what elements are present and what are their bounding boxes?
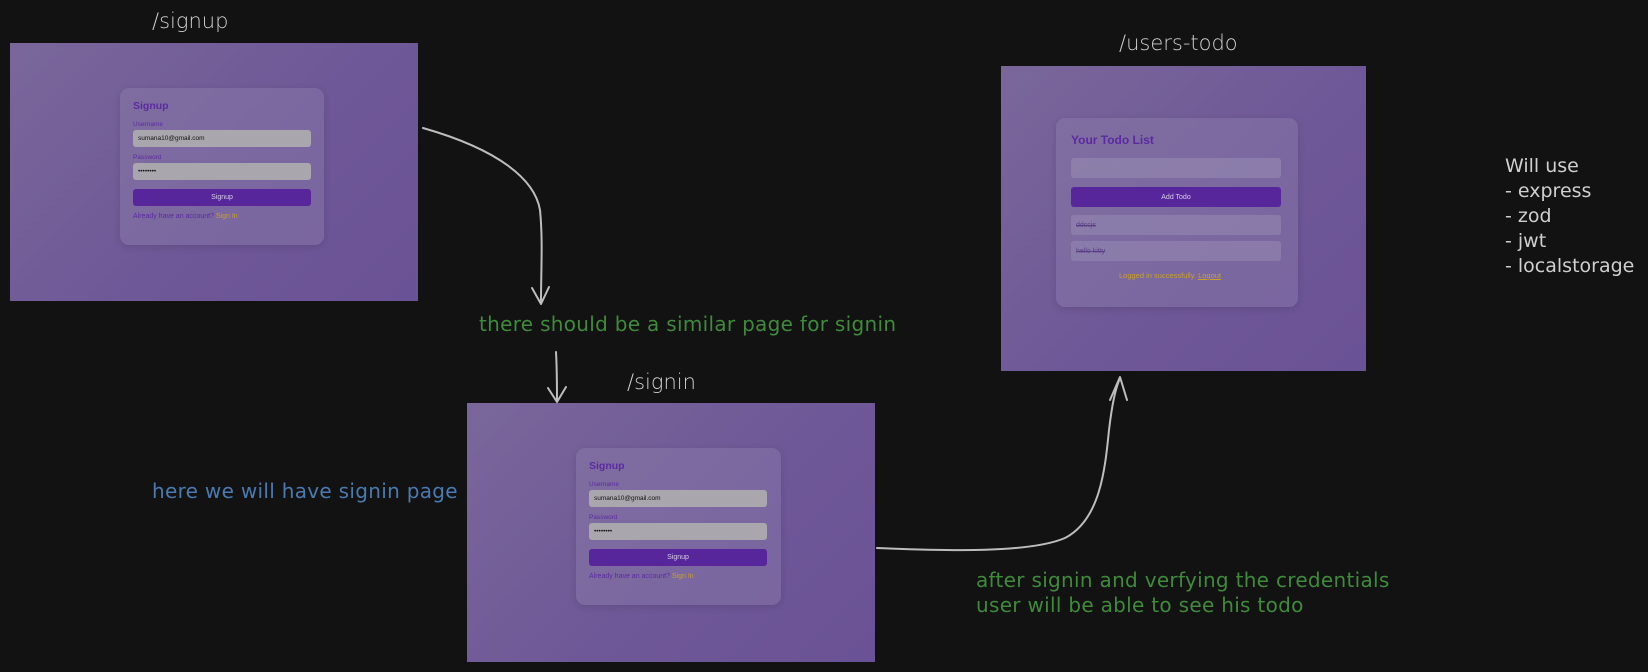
- signin-submit-button[interactable]: Signup: [589, 549, 767, 566]
- signin-username-label: Username: [589, 481, 619, 488]
- new-todo-input[interactable]: Add a new todo: [1071, 158, 1281, 178]
- signin-footer: Already have an account? Sign In: [589, 573, 694, 580]
- signup-title: Signup: [133, 100, 169, 112]
- route-label-users-todo: /users-todo: [1119, 31, 1238, 55]
- signin-title: Signup: [589, 460, 625, 472]
- arrow-signup-to-similar: [422, 127, 543, 303]
- arrow-signup-to-similar-head: [531, 286, 550, 305]
- password-label: Password: [133, 154, 162, 161]
- todo-item[interactable]: ddccjs: [1071, 215, 1281, 235]
- todo-item[interactable]: hello kitty: [1071, 241, 1281, 261]
- note-will-use: Will use - express - zod - jwt - localst…: [1505, 155, 1635, 277]
- signup-screenshot: Signup Username sumana10@gmail.com Passw…: [10, 43, 418, 301]
- note-similar-page: there should be a similar page for signi…: [479, 312, 897, 336]
- sign-in-link[interactable]: Sign In: [215, 213, 238, 220]
- note-after-signin: after signin and verfying the credential…: [976, 568, 1390, 617]
- signin-card: Signup Username sumana10@gmail.com Passw…: [576, 448, 781, 605]
- note-signin-page: here we will have signin page: [152, 479, 458, 503]
- signup-footer: Already have an account? Sign In: [133, 213, 238, 220]
- signin-footer-text: Already have an account?: [589, 573, 672, 580]
- arrow-similar-to-signin: [555, 351, 558, 402]
- signin-username-input[interactable]: sumana10@gmail.com: [589, 490, 767, 507]
- todo-card: Your Todo List Add a new todo Add Todo d…: [1056, 118, 1298, 307]
- login-status: Logged in successfully. Logout: [1119, 271, 1221, 280]
- users-todo-screenshot: Your Todo List Add a new todo Add Todo d…: [1001, 66, 1366, 371]
- arrow-signin-to-todo: [876, 377, 1121, 552]
- login-status-text: Logged in successfully.: [1119, 271, 1199, 280]
- arrow-similar-to-signin-head: [547, 386, 567, 403]
- username-input[interactable]: sumana10@gmail.com: [133, 130, 311, 147]
- signin-password-input[interactable]: ••••••••: [589, 523, 767, 540]
- route-label-signin: /signin: [627, 370, 696, 394]
- logout-link[interactable]: Logout: [1198, 271, 1222, 280]
- signup-button[interactable]: Signup: [133, 189, 311, 206]
- arrow-signin-to-todo-head: [1109, 376, 1128, 401]
- signup-card: Signup Username sumana10@gmail.com Passw…: [120, 88, 324, 245]
- add-todo-button[interactable]: Add Todo: [1071, 187, 1281, 207]
- signup-footer-text: Already have an account?: [133, 213, 216, 220]
- signin-screenshot: Signup Username sumana10@gmail.com Passw…: [467, 403, 875, 662]
- username-label: Username: [133, 121, 163, 128]
- signin-password-label: Password: [589, 514, 618, 521]
- signin-sign-in-link[interactable]: Sign In: [671, 573, 694, 580]
- password-input[interactable]: ••••••••: [133, 163, 311, 180]
- todo-title: Your Todo List: [1071, 133, 1154, 147]
- route-label-signup: /signup: [152, 9, 229, 33]
